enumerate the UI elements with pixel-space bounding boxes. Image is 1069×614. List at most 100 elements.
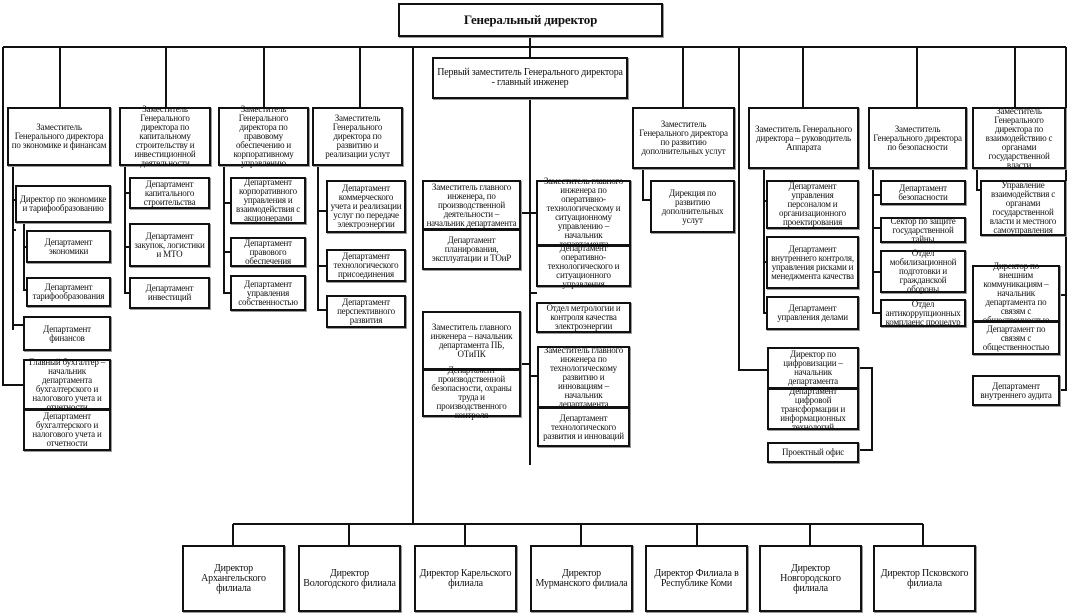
- connector-right-edge: [1060, 47, 1067, 391]
- dept-operational-label: Департамент оперативно-технологического …: [547, 242, 620, 289]
- deputy-services-label: Заместитель Генерального директора по ра…: [325, 113, 390, 159]
- branch-novgorod: Директор Новгородского филиала: [759, 545, 862, 612]
- dept-government-relations-label: Управление взаимодействия с органами гос…: [989, 180, 1057, 235]
- dept-perspective-label: Департамент перспективного развития: [337, 297, 395, 325]
- deputy-capital: Заместитель Генерального директора по ка…: [119, 105, 211, 168]
- first-deputy-label: Первый заместитель Генерального директор…: [437, 67, 623, 88]
- dept-tech-connection: Департамент технологического присоединен…: [326, 249, 406, 282]
- branch-vologda-label: Директор Вологодского филиала: [303, 567, 396, 589]
- chief-accountant-label: Главный бухгалтер – начальник департамен…: [28, 356, 106, 412]
- production-deputy: Заместитель главного инженера, по произв…: [422, 180, 521, 230]
- innovation-deputy: Заместитель главного инженера по техноло…: [537, 344, 630, 409]
- dept-planning: Департамент планирования, эксплуатации и…: [422, 229, 521, 270]
- ceo-title: Генеральный директор: [463, 12, 598, 27]
- deputy-services: Заместитель Генерального директора по ра…: [312, 107, 403, 166]
- dept-corporate: Департамент корпоративного управления и …: [230, 177, 306, 224]
- dept-operational: Департамент оперативно-технологического …: [536, 242, 631, 289]
- dept-personnel: Департамент управления персоналом и орга…: [766, 180, 859, 229]
- tariff-director-label: Директор по экономике и тарифообразовани…: [19, 194, 107, 213]
- operational-deputy: Заместитель главного инженера по операти…: [536, 176, 631, 249]
- branch-karelia: Директор Карельского филиала: [414, 545, 517, 612]
- dept-administration-label: Департамент управления делами: [777, 303, 848, 322]
- dept-metrology: Отдел метрологии и контроля качества эле…: [536, 302, 631, 333]
- branch-vologda: Директор Вологодского филиала: [298, 545, 401, 612]
- digital-director-label: Директор по цифровизации – начальник деп…: [783, 349, 843, 386]
- dept-tech-connection-label: Департамент технологического присоединен…: [333, 251, 399, 279]
- dept-perspective: Департамент перспективного развития: [326, 295, 406, 328]
- dept-public-relations: Департамент по связям с общественностью: [972, 321, 1060, 355]
- dept-government-relations: Управление взаимодействия с органами гос…: [980, 180, 1066, 236]
- dept-personnel-label: Департамент управления персоналом и орга…: [779, 181, 846, 227]
- connector-left-accountant: [2, 47, 24, 386]
- dept-investments: Департамент инвестиций: [129, 277, 210, 309]
- dept-economics: Департамент экономики: [26, 230, 111, 263]
- dept-digital: Департамент цифровой трансформации и инф…: [767, 385, 859, 432]
- deputy-economics-label: Заместитель Генерального директора по эк…: [11, 122, 107, 150]
- dept-corporate-label: Департамент корпоративного управления и …: [235, 177, 301, 223]
- deputy-government: Заместитель Генерального директора по вз…: [972, 105, 1066, 170]
- dept-innovation-label: Департамент технологического развития и …: [543, 412, 624, 441]
- dept-additional-services: Дирекция по развитию дополнительных услу…: [650, 180, 735, 233]
- dept-safety: Департамент производственной безопасност…: [422, 365, 521, 420]
- deputy-security: Заместитель Генерального директора по бе…: [868, 107, 967, 169]
- connector-services-sub: [317, 163, 326, 311]
- dept-commercial-label: Департамент коммерческого учета и реализ…: [330, 183, 402, 229]
- dept-internal-control-label: Департамент внутреннего контроля, управл…: [771, 243, 854, 281]
- first-deputy: Первый заместитель Генерального директор…: [432, 57, 628, 99]
- production-deputy-label: Заместитель главного инженера, по произв…: [426, 181, 517, 228]
- deputy-legal-label: Заместитель Генерального директора по пр…: [233, 104, 294, 168]
- digital-director: Директор по цифровизации – начальник деп…: [767, 347, 859, 389]
- connector-digital: [738, 47, 768, 371]
- dept-investments-label: Департамент инвестиций: [145, 283, 194, 302]
- dept-capital-construction: Департамент капитального строительства: [129, 177, 210, 209]
- deputy-economics: Заместитель Генерального директора по эк…: [7, 107, 111, 166]
- dept-security: Департамент безопасности: [880, 180, 966, 205]
- dept-additional-services-label: Дирекция по развитию дополнительных услу…: [661, 187, 724, 225]
- branch-pskov: Директор Псковского филиала: [873, 545, 976, 612]
- communications-director: Директор по внешним коммуникациям – нача…: [972, 261, 1060, 325]
- dept-internal-audit: Департамент внутреннего аудита: [972, 375, 1060, 406]
- dept-planning-label: Департамент планирования, эксплуатации и…: [431, 235, 512, 263]
- dept-legal-support-label: Департамент правового обеспечения: [244, 237, 292, 266]
- dept-anticorruption: Отдел антикоррупционных комплаенс процед…: [880, 299, 966, 327]
- dept-commercial: Департамент коммерческого учета и реализ…: [326, 180, 406, 233]
- branch-karelia-label: Директор Карельского филиала: [419, 567, 512, 589]
- branch-murmansk-label: Директор Мурманского филиала: [535, 567, 628, 589]
- chief-accountant: Главный бухгалтер – начальник департамен…: [23, 356, 111, 412]
- sector-state-secret-label: Сектор по защите государственной тайны: [890, 215, 956, 244]
- deputy-government-label: Заместитель Генерального директора по вз…: [985, 105, 1053, 170]
- dept-administration: Департамент управления делами: [766, 296, 859, 330]
- dept-digital-label: Департамент цифровой трансформации и инф…: [780, 385, 846, 432]
- communications-director-label: Директор по внешним коммуникациям – нача…: [982, 261, 1050, 325]
- connector-government-sub: [976, 168, 980, 191]
- safety-deputy-label: Заместитель главного инженера – начальни…: [430, 321, 513, 359]
- connector-additional-sub: [642, 170, 650, 201]
- ceo-box: Генеральный директор: [398, 3, 663, 37]
- safety-deputy: Заместитель главного инженера – начальни…: [422, 311, 521, 370]
- deputy-apparatus: Заместитель Генерального директора – рук…: [748, 107, 859, 169]
- dept-property: Департамент управления собственностью: [230, 275, 306, 311]
- dept-capital-construction-label: Департамент капитального строительства: [143, 178, 196, 207]
- dept-economics-label: Департамент экономики: [44, 236, 93, 256]
- deputy-apparatus-label: Заместитель Генерального директора – рук…: [755, 123, 852, 152]
- connector-legal-sub: [223, 163, 231, 294]
- deputy-additional-label: Заместитель Генерального директора по ра…: [639, 119, 728, 156]
- dept-safety-label: Департамент производственной безопасност…: [431, 365, 512, 420]
- branch-murmansk: Директор Мурманского филиала: [530, 545, 633, 612]
- branch-komi-label: Директор Филиала в Республике Коми: [654, 567, 739, 589]
- innovation-deputy-label: Заместитель главного инженера по техноло…: [543, 344, 624, 409]
- operational-deputy-label: Заместитель главного инженера по операти…: [543, 176, 624, 249]
- project-office-label: Проектный офис: [781, 447, 845, 457]
- connector-security-sub: [872, 168, 880, 314]
- deputy-additional: Заместитель Генерального директора по ра…: [632, 107, 735, 169]
- dept-internal-control: Департамент внутреннего контроля, управл…: [766, 236, 859, 289]
- dept-security-label: Департамент безопасности: [898, 182, 948, 202]
- dept-accounting: Департамент бухгалтерского и налогового …: [23, 409, 111, 451]
- dept-innovation: Департамент технологического развития и …: [537, 407, 630, 447]
- dept-procurement: Департамент закупок, логистики и МТО: [129, 223, 210, 267]
- branch-arkhangelsk: Директор Архангельского филиала: [182, 545, 285, 612]
- branch-komi: Директор Филиала в Республике Коми: [645, 545, 748, 612]
- deputy-security-label: Заместитель Генерального директора по бе…: [873, 123, 962, 152]
- dept-accounting-label: Департамент бухгалтерского и налогового …: [32, 411, 102, 448]
